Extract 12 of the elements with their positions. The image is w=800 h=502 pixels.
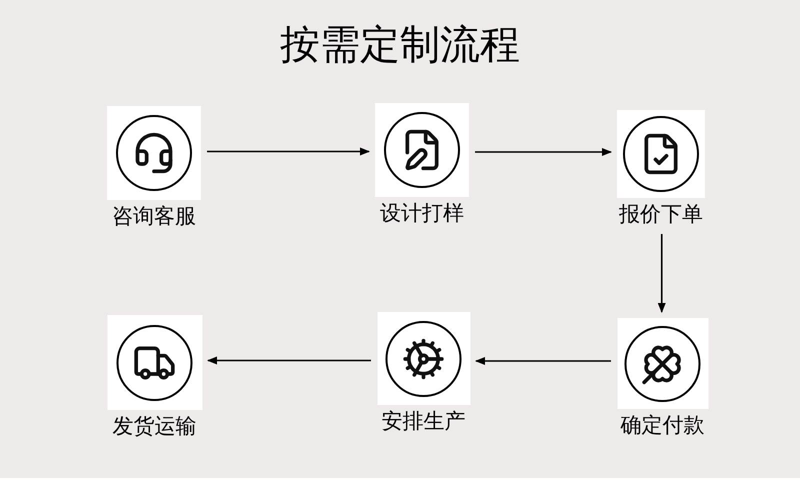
arrow: [207, 356, 371, 364]
step-label: 报价下单: [619, 201, 703, 228]
arrow: [475, 148, 612, 156]
step-label: 咨询客服: [112, 203, 196, 230]
arrow: [207, 148, 370, 156]
step-label: 设计打样: [380, 200, 464, 227]
arrow: [658, 234, 666, 313]
step-label: 安排生产: [382, 408, 466, 435]
step-label: 确定付款: [620, 412, 704, 439]
arrow: [475, 357, 611, 365]
step-label: 发货运输: [112, 413, 196, 440]
title: 按需定制流程: [280, 21, 520, 70]
